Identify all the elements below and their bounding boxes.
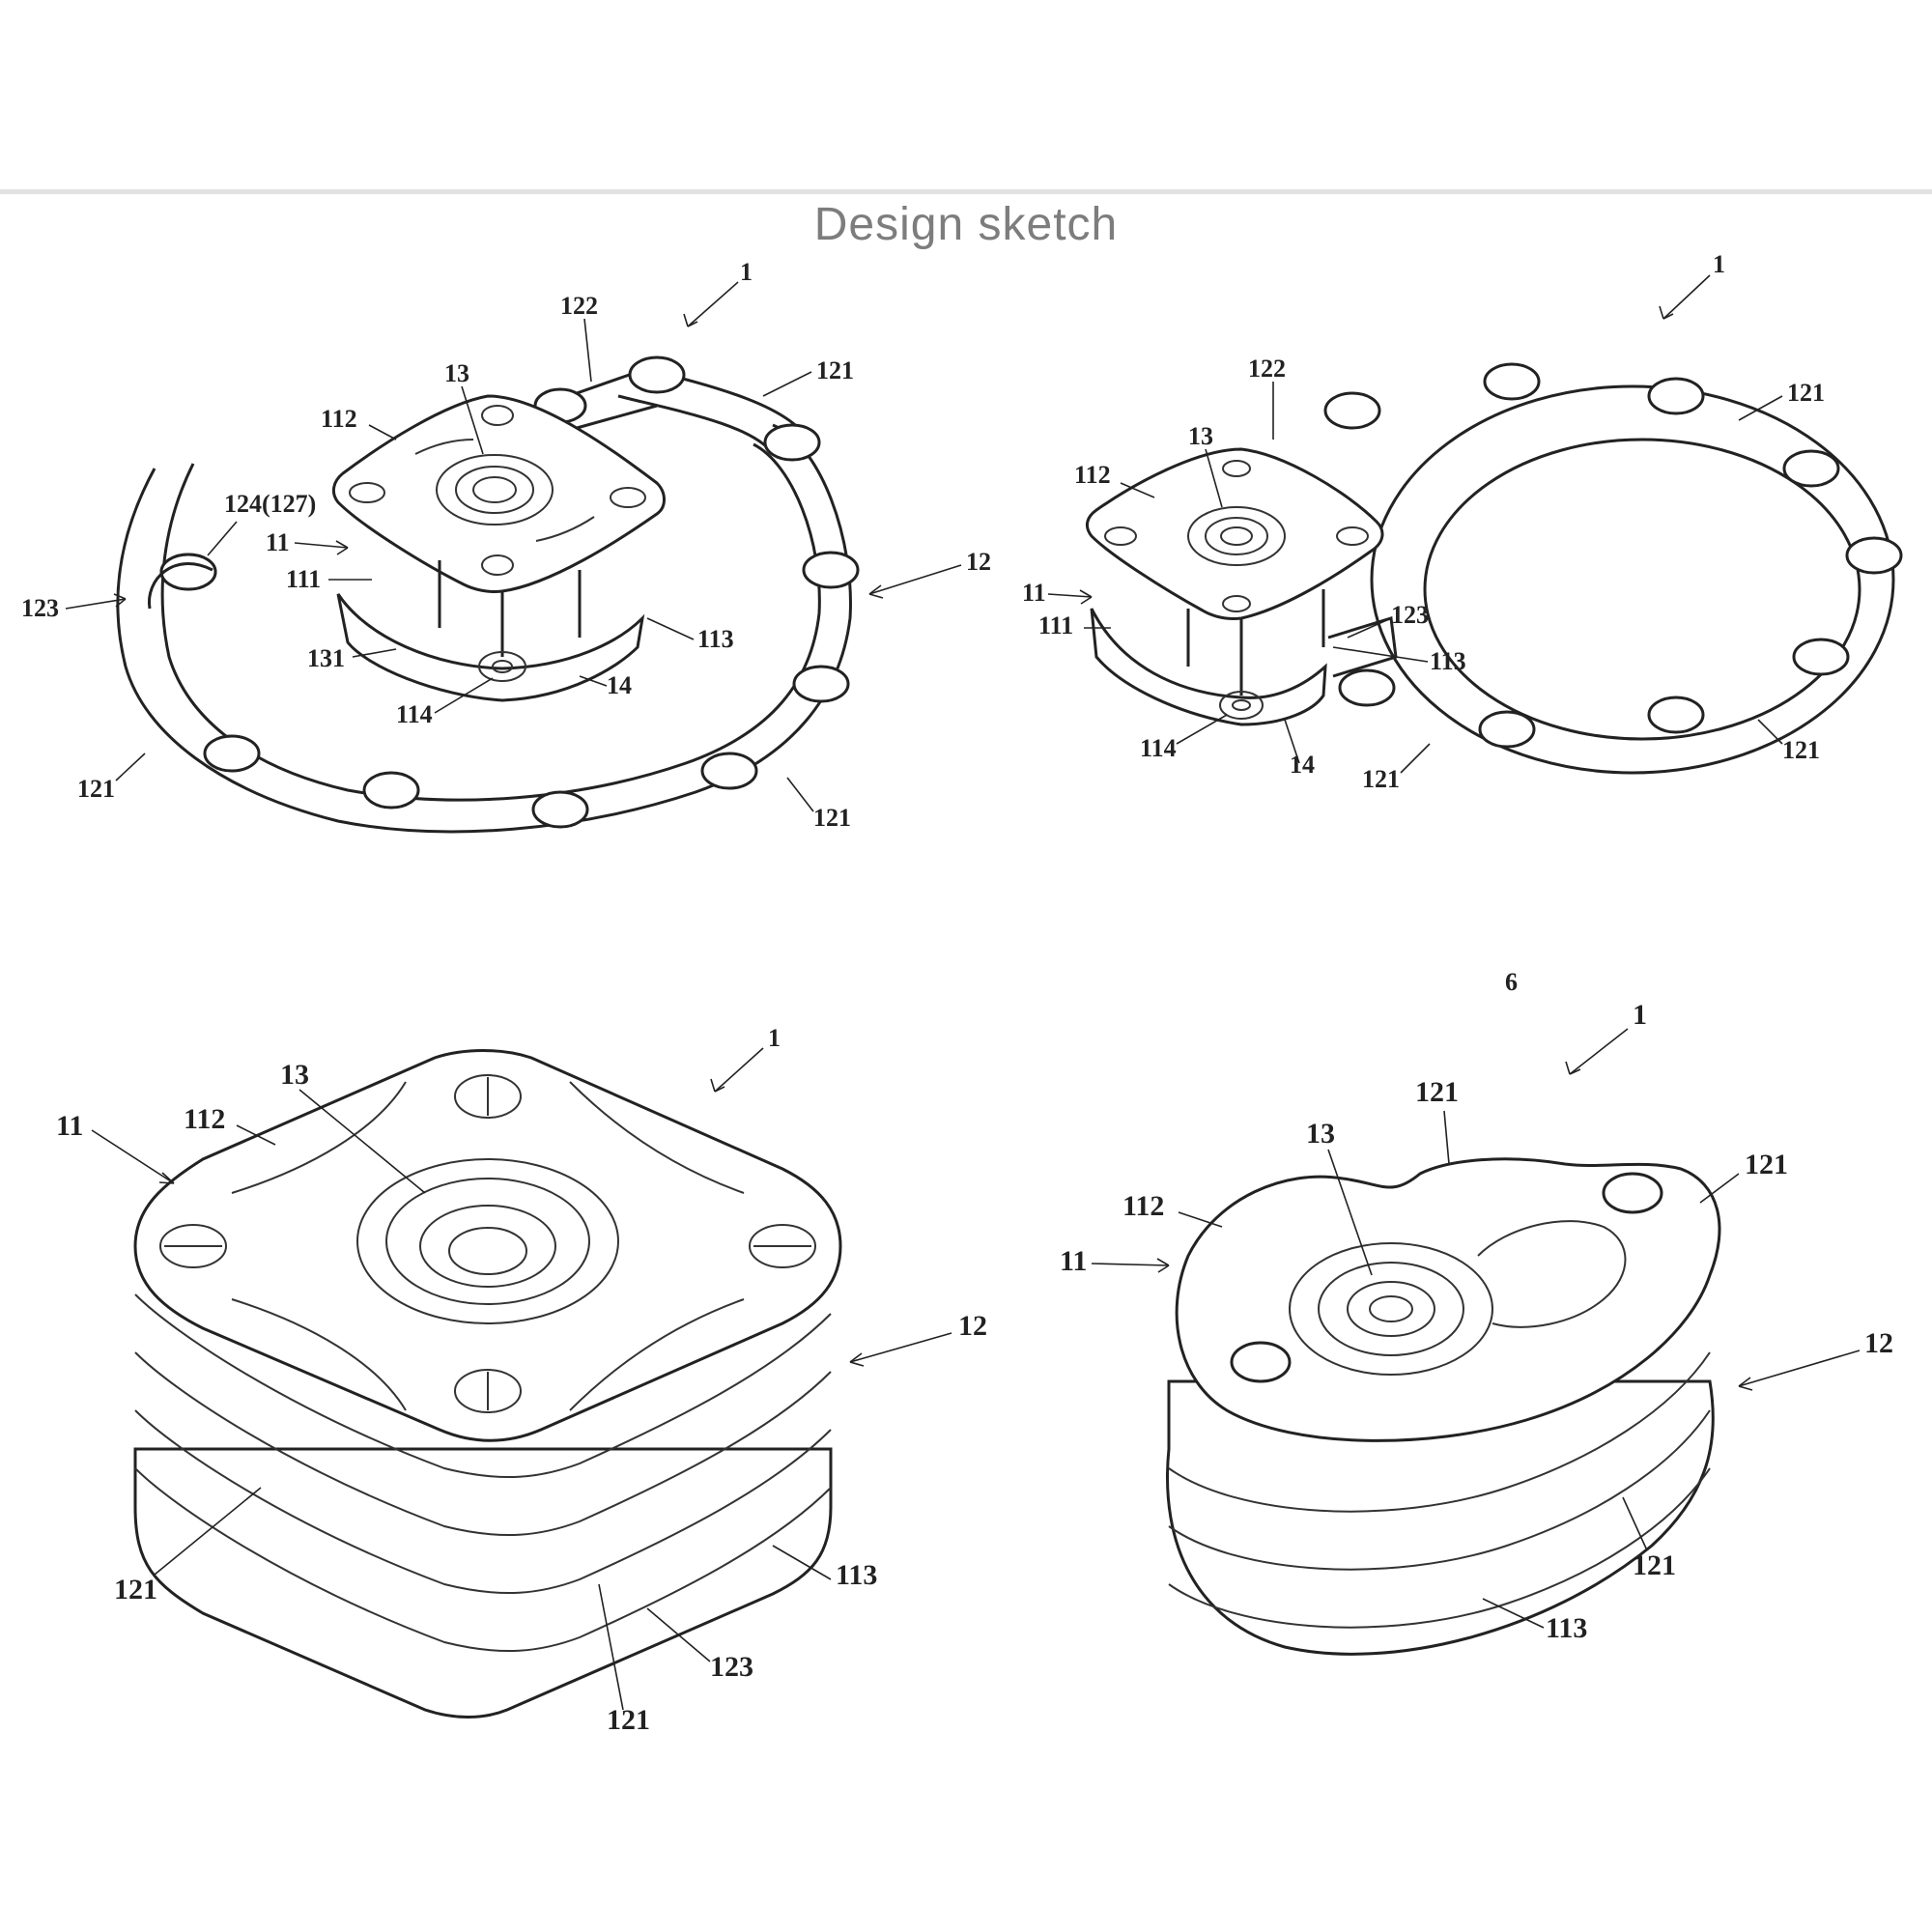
label-121-bottom-left: 121 — [77, 775, 115, 803]
label-122: 122 — [1248, 355, 1286, 383]
figure-unfolded-lock-left: 1 122 121 13 112 124(127) 11 111 123 131… — [21, 258, 991, 834]
label-113: 113 — [836, 1559, 877, 1591]
label-111: 111 — [1038, 611, 1073, 639]
label-13: 13 — [444, 359, 469, 387]
label-1: 1 — [1633, 999, 1647, 1031]
figure-folded-lock-square: 1 13 11 112 12 113 121 123 121 — [56, 1024, 987, 1736]
label-121-bottom-right: 121 — [1782, 736, 1820, 764]
label-13: 13 — [1188, 422, 1213, 450]
rivets-right — [1323, 362, 1903, 749]
label-114: 114 — [396, 700, 433, 728]
label-121-top: 121 — [1415, 1076, 1459, 1108]
label-113: 113 — [1430, 647, 1466, 675]
label-122: 122 — [560, 292, 598, 320]
label-131: 131 — [307, 644, 345, 672]
label-121-bottom-right: 121 — [813, 804, 851, 832]
label-1: 1 — [740, 258, 753, 286]
label-13: 13 — [1306, 1118, 1335, 1150]
label-13: 13 — [280, 1059, 309, 1091]
label-121-bottom: 121 — [1633, 1549, 1676, 1581]
label-123: 123 — [710, 1651, 753, 1683]
label-121-bottom-left: 121 — [1362, 765, 1400, 793]
label-11: 11 — [266, 528, 290, 556]
label-112: 112 — [184, 1103, 225, 1135]
label-11: 11 — [1060, 1245, 1087, 1277]
label-111: 111 — [286, 565, 321, 593]
label-123: 123 — [21, 594, 59, 622]
figure-unfolded-lock-right: 1 122 121 13 112 11 111 123 113 114 14 1… — [1022, 250, 1903, 793]
label-12: 12 — [966, 548, 991, 576]
label-112: 112 — [1122, 1190, 1164, 1222]
label-112: 112 — [321, 405, 357, 433]
label-14: 14 — [607, 671, 632, 699]
label-121-left: 121 — [114, 1574, 157, 1605]
label-121-bottom: 121 — [607, 1704, 650, 1736]
page-title: Design sketch — [813, 199, 1119, 250]
label-11: 11 — [1022, 579, 1046, 607]
label-123: 123 — [1391, 601, 1429, 629]
label-113: 113 — [697, 625, 734, 653]
label-113: 113 — [1546, 1612, 1587, 1644]
label-124-127: 124(127) — [224, 490, 316, 518]
label-11: 11 — [56, 1110, 83, 1142]
label-114: 114 — [1140, 734, 1177, 762]
rivets-left — [159, 355, 860, 829]
top-bar — [0, 0, 1932, 194]
label-14: 14 — [1290, 751, 1315, 779]
label-12: 12 — [1864, 1327, 1893, 1359]
label-1: 1 — [768, 1024, 781, 1052]
label-12: 12 — [958, 1310, 987, 1342]
figure-folded-lock-round: 6 1 121 13 121 112 11 12 121 113 — [1060, 968, 1893, 1656]
label-6: 6 — [1505, 968, 1518, 996]
label-121: 121 — [816, 356, 854, 384]
label-121-right: 121 — [1745, 1149, 1788, 1180]
label-1: 1 — [1713, 250, 1725, 278]
label-121: 121 — [1787, 379, 1825, 407]
label-112: 112 — [1074, 461, 1111, 489]
